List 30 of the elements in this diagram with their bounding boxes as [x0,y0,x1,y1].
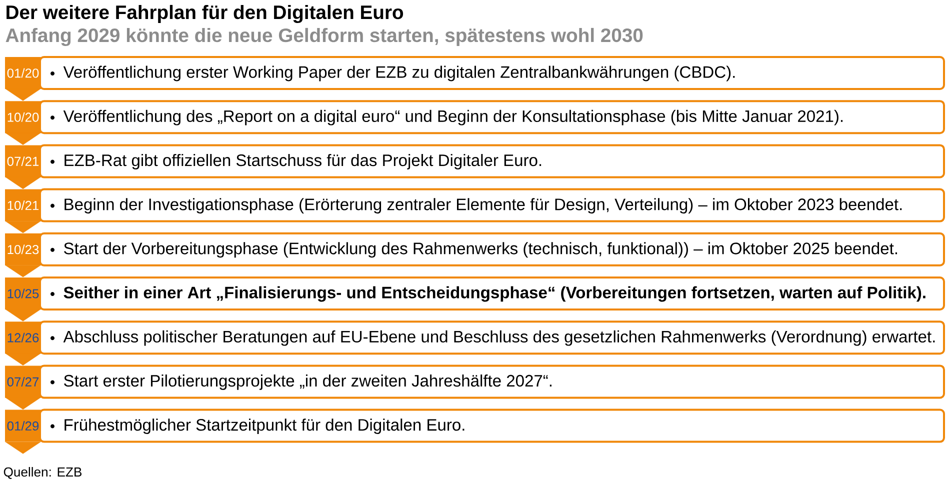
node-label: 10/20 [8,112,39,122]
node-label: 10/25 [8,288,39,298]
text-box: Beginn der Investigationsphase (Erörterung zentraler Elemente für Design, Verteilung) – im Oktober 2023 beendet. [39,188,945,222]
node-label: 10/21 [8,200,39,210]
text-box: Veröffentlichung des „Report on a digital euro“ und Beginn der Konsultationsphase (bis Mitte Januar 2021). [39,100,945,134]
arrow [5,442,41,454]
text-box: Seither in einer Art „Finalisierungs- und Entscheidungsphase“ (Vorbereitungen fortsetzen, warten auf Politik). [39,276,945,310]
arrow [5,132,41,145]
text-box: Frühestmöglicher Startzeitpunkt für den Digitalen Euro. [39,408,945,443]
text-box: Start erster Pilotierungsprojekte „in der zweiten Jahreshälfte 2027“. [39,364,945,399]
arrow [5,353,41,366]
node-label: 10/23 [8,244,39,254]
text-box: Abschluss politischer Beratungen auf EU-Ebene und Beschluss des gesetzlichen Rahmenwerks (Verordnung) erwartet. [39,320,945,355]
title: Der weitere Fahrplan für den Digitalen Euro [6,4,404,24]
text-box: EZB-Rat gibt offiziellen Startschuss für das Projekt Digitaler Euro. [39,144,945,178]
arrow [5,265,41,278]
arrow [5,309,41,322]
node-label: 12/26 [8,332,39,342]
subtitle: Anfang 2029 könnte die neue Geldform starten, spätestens wohl 2030 [6,28,643,46]
arrow [5,397,41,410]
node-label: 07/21 [7,156,39,166]
arrow [5,176,41,190]
node-label: 07/27 [7,376,39,386]
source-note: Quellen: EZB [4,467,82,479]
node-label: 01/29 [7,421,39,431]
text-box: Veröffentlichung erster Working Paper der EZB zu digitalen Zentralbankwährungen (CBDC). [39,56,945,90]
text-box: Start der Vorbereitungsphase (Entwicklung des Rahmenwerks (technisch, funktional)) – im Oktober 2025 beendet. [39,232,945,266]
arrow [5,88,41,101]
arrow [5,221,41,234]
node-label: 01/20 [7,68,39,78]
